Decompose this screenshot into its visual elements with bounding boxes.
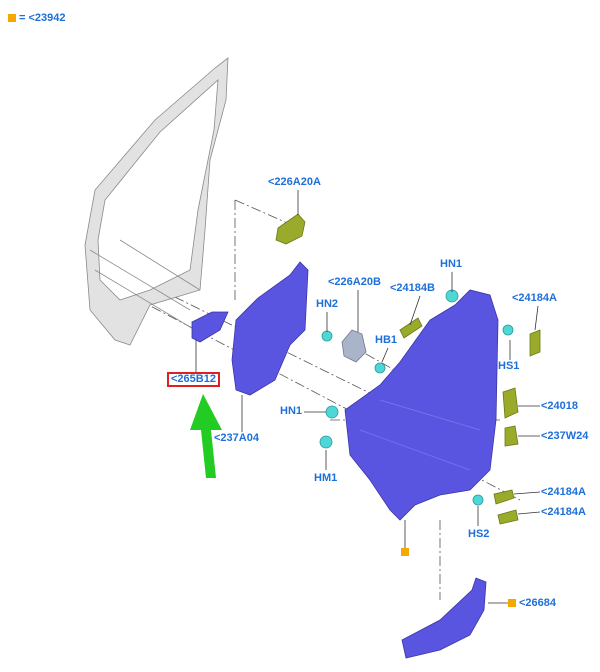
label-265b12-highlighted[interactable]: <265B12 (167, 372, 220, 387)
label-24184b[interactable]: <24184B (390, 282, 435, 294)
part-26684[interactable] (401, 577, 487, 659)
label-24184a-low[interactable]: <24184A (541, 506, 586, 518)
door-frame (84, 57, 229, 346)
label-26684[interactable]: <26684 (519, 597, 557, 609)
label-hn1-mid[interactable]: HN1 (280, 405, 303, 417)
label-hs2[interactable]: HS2 (468, 528, 490, 540)
legend-text: = <23942 (19, 12, 66, 24)
orange-marker-icon (8, 14, 16, 23)
label-237w24[interactable]: <237W24 (541, 430, 589, 442)
cyan-fasteners (319, 289, 514, 506)
label-24018[interactable]: <24018 (541, 400, 579, 412)
label-24184a-mid[interactable]: <24184A (541, 486, 586, 498)
label-hm1[interactable]: HM1 (314, 472, 338, 484)
part-226a20b[interactable] (341, 329, 367, 363)
green-clips (399, 317, 541, 525)
part-237a04[interactable] (231, 261, 309, 396)
orange-marker (401, 548, 409, 556)
part-265b12[interactable] (191, 311, 229, 343)
legend: = <23942 (8, 12, 66, 24)
part-226a20a[interactable] (275, 213, 306, 245)
label-hn1-top[interactable]: HN1 (440, 258, 463, 270)
label-226a20b[interactable]: <226A20B (328, 276, 381, 288)
label-hs1[interactable]: HS1 (498, 360, 520, 372)
label-237a04[interactable]: <237A04 (214, 432, 259, 444)
orange-marker (508, 599, 516, 607)
label-hn2[interactable]: HN2 (316, 298, 339, 310)
label-hb1[interactable]: HB1 (375, 334, 398, 346)
green-arrow (190, 394, 222, 478)
part-main-trim-panel[interactable] (344, 289, 499, 521)
label-24184a-top[interactable]: <24184A (512, 292, 557, 304)
label-226a20a[interactable]: <226A20A (268, 176, 321, 188)
label-leaders (304, 272, 541, 604)
